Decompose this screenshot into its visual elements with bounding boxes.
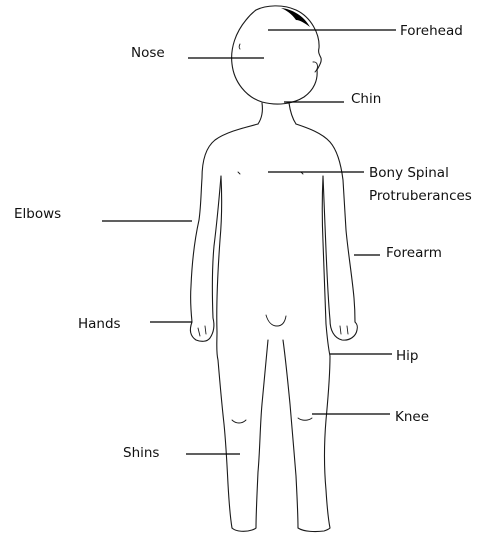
knee-label: Knee <box>395 409 429 425</box>
hands-label: Hands <box>78 316 121 332</box>
forearm-label: Forearm <box>386 245 442 261</box>
head <box>232 6 322 104</box>
hips <box>217 172 330 360</box>
hair-mark <box>281 8 310 27</box>
forehead-label: Forehead <box>400 23 463 39</box>
bony-spinal-label-line2: Protruberances <box>369 188 472 204</box>
right-arm <box>323 176 357 340</box>
elbows-label: Elbows <box>14 206 61 222</box>
nose-label: Nose <box>131 45 165 61</box>
shins-label: Shins <box>123 445 159 461</box>
chin-label: Chin <box>351 91 381 107</box>
hip-label: Hip <box>396 348 418 364</box>
bony-spinal-label-line1: Bony Spinal <box>369 165 449 181</box>
legs <box>218 340 330 532</box>
